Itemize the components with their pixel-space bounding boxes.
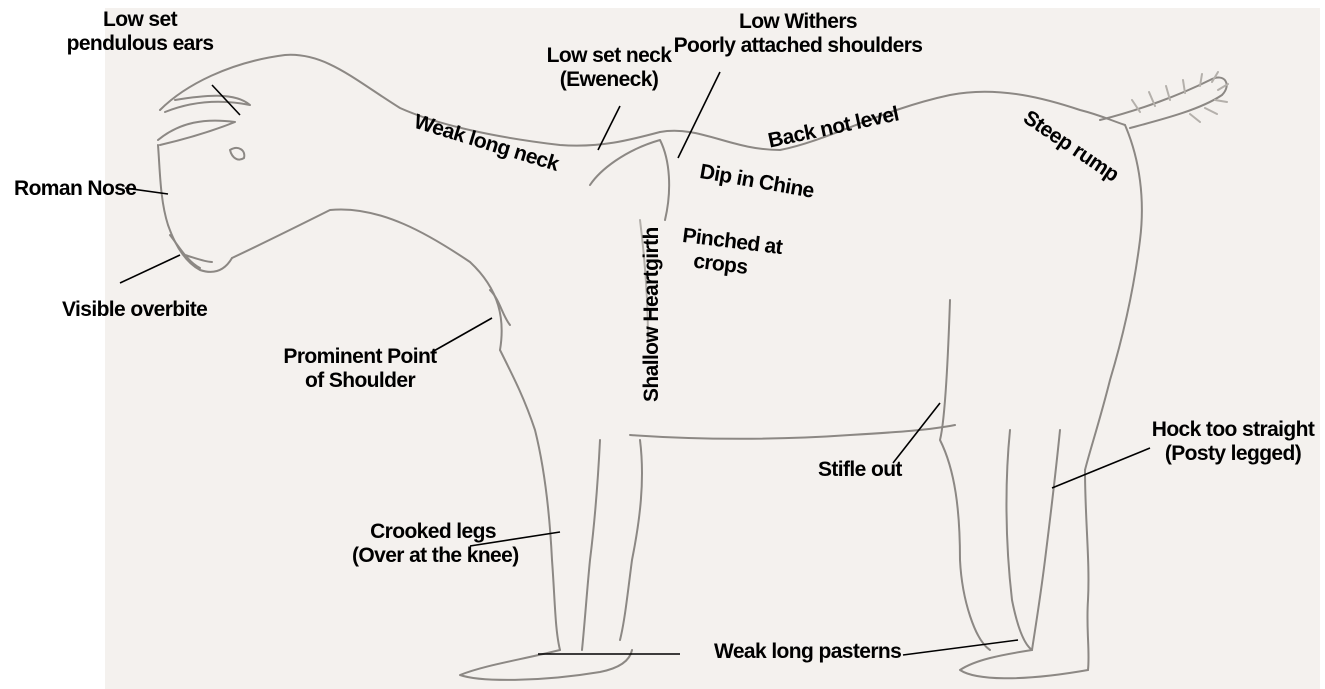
label-heartgirth: Shallow Heartgirth [640,227,664,402]
label-roman-nose: Roman Nose [14,177,136,201]
label-withers: Low Withers Poorly attached shoulders [672,10,924,58]
label-hock-line1: Hock too straight [1148,418,1318,442]
label-ears: Low set pendulous ears [50,8,230,56]
label-hock-line2: (Posty legged) [1148,442,1318,466]
label-low-neck-line2: (Eweneck) [534,68,684,92]
label-crooked-line2: (Over at the knee) [352,544,514,568]
label-stifle: Stifle out [818,458,902,482]
label-withers-line2: Poorly attached shoulders [672,34,924,58]
label-low-neck-line1: Low set neck [534,44,684,68]
label-shoulder-line1: Prominent Point [280,345,440,369]
label-crooked-line1: Crooked legs [352,520,514,544]
label-shoulder: Prominent Point of Shoulder [280,345,440,393]
label-crooked: Crooked legs (Over at the knee) [352,520,514,568]
label-hock: Hock too straight (Posty legged) [1148,418,1318,466]
label-low-neck: Low set neck (Eweneck) [534,44,684,92]
label-overbite: Visible overbite [62,298,207,322]
label-shoulder-line2: of Shoulder [280,369,440,393]
label-ears-line2: pendulous ears [50,32,230,56]
label-withers-line1: Low Withers [672,10,924,34]
label-ears-line1: Low set [50,8,230,32]
label-pasterns: Weak long pasterns [714,640,901,664]
